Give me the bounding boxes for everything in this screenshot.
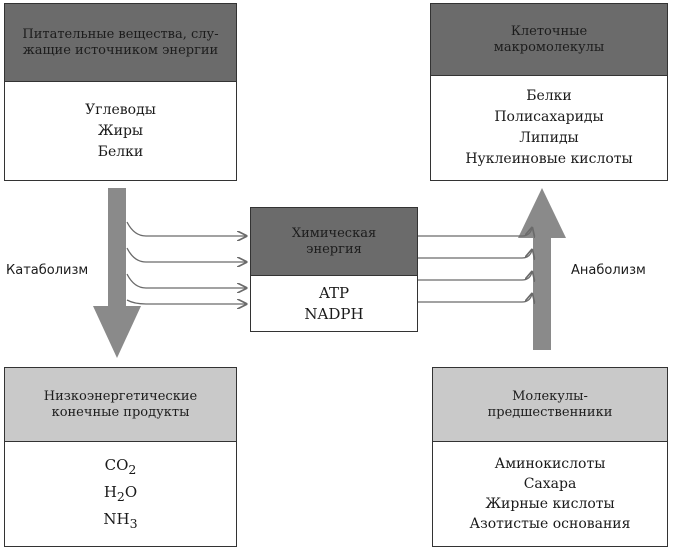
energy-arrow-4: [126, 300, 246, 304]
energy-to-anabolism-arrows: [418, 228, 532, 302]
precursors-header-line1: Молекулы-: [512, 388, 588, 404]
formula-h2o: H2O: [103, 482, 138, 504]
list-item: Белки: [97, 143, 144, 160]
precursors-list: Аминокислоты Сахара Жирные кислоты Азоти…: [433, 442, 667, 546]
energy-arrow-2: [126, 247, 246, 262]
list-item: Полисахариды: [494, 109, 604, 125]
macromolecules-header-line2: макромолекулы: [493, 39, 605, 55]
list-item: ATP: [318, 283, 350, 302]
anabolism-arrow-1: [418, 228, 532, 236]
macromolecules-box: Клеточные макромолекулы Белки Полисахари…: [430, 3, 668, 181]
macromolecules-list: Белки Полисахариды Липиды Нуклеиновые ки…: [431, 76, 667, 180]
energy-arrow-1: [126, 221, 246, 236]
chemical-energy-header-line2: энергия: [306, 241, 362, 257]
list-item: Сахара: [523, 476, 577, 492]
nutrients-header-line2: жащие источником энергии: [22, 42, 219, 58]
formula-co2: CO2: [104, 455, 137, 477]
macromolecules-header: Клеточные макромолекулы: [431, 4, 667, 76]
precursors-header-line2: предшественники: [487, 404, 613, 420]
list-item: Белки: [526, 88, 572, 104]
nutrients-box: Питательные вещества, слу- жащие источни…: [4, 3, 237, 181]
chemical-energy-list: ATP NADPH: [251, 276, 417, 331]
end-products-header-line2: конечные продукты: [51, 404, 190, 420]
formula-nh3: NH3: [103, 509, 138, 531]
list-item: Жиры: [97, 122, 144, 139]
end-products-box: Низкоэнергетические конечные продукты CO…: [4, 367, 237, 547]
nutrients-header: Питательные вещества, слу- жащие источни…: [5, 4, 236, 82]
end-products-header-line1: Низкоэнергетические: [43, 388, 198, 404]
anabolism-arrow-2: [418, 250, 532, 258]
nutrients-header-line1: Питательные вещества, слу-: [22, 26, 219, 42]
anabolism-label: Анаболизм: [571, 263, 646, 278]
macromolecules-header-line1: Клеточные: [510, 23, 588, 39]
catabolism-label: Катаболизм: [6, 263, 89, 278]
precursors-header: Молекулы- предшественники: [433, 368, 667, 442]
chemical-energy-header: Химическая энергия: [251, 208, 417, 276]
list-item: Углеводы: [85, 101, 156, 118]
energy-arrow-3: [126, 273, 246, 288]
chemical-energy-header-line1: Химическая: [291, 225, 377, 241]
end-products-header: Низкоэнергетические конечные продукты: [5, 368, 236, 442]
end-products-list: CO2 H2O NH3: [5, 442, 236, 546]
anabolism-arrow-3: [418, 272, 532, 280]
list-item: Азотистые основания: [469, 516, 631, 532]
list-item: Нуклеиновые кислоты: [465, 151, 633, 167]
catabolism-arrow: [93, 188, 141, 358]
list-item: Липиды: [519, 130, 579, 146]
catabolism-to-energy-arrows: [126, 221, 246, 304]
chemical-energy-box: Химическая энергия ATP NADPH: [250, 207, 418, 332]
list-item: NADPH: [304, 304, 364, 323]
precursors-box: Молекулы- предшественники Аминокислоты С…: [432, 367, 668, 547]
anabolism-arrow-4: [418, 294, 532, 302]
list-item: Аминокислоты: [494, 456, 606, 472]
anabolism-arrow: [518, 188, 566, 350]
list-item: Жирные кислоты: [485, 496, 615, 512]
nutrients-list: Углеводы Жиры Белки: [5, 82, 236, 180]
